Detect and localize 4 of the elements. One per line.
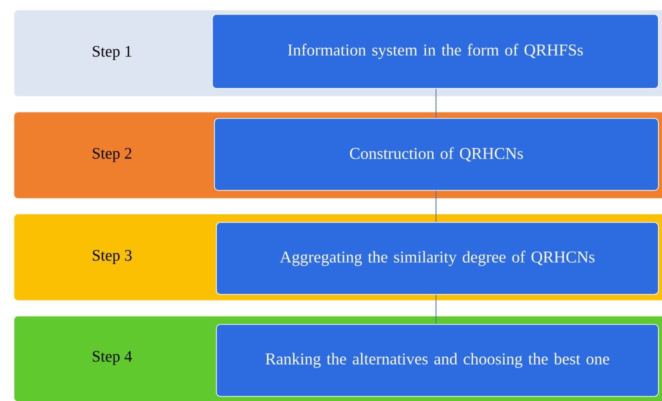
- process-box: Information system in the form of QRHFSs: [212, 14, 659, 89]
- process-box: Ranking the alternatives and choosing the best one: [216, 324, 659, 397]
- process-box: Construction of QRHCNs: [214, 118, 659, 191]
- process-box: Aggregating the similarity degree of QRHCNs: [216, 222, 659, 295]
